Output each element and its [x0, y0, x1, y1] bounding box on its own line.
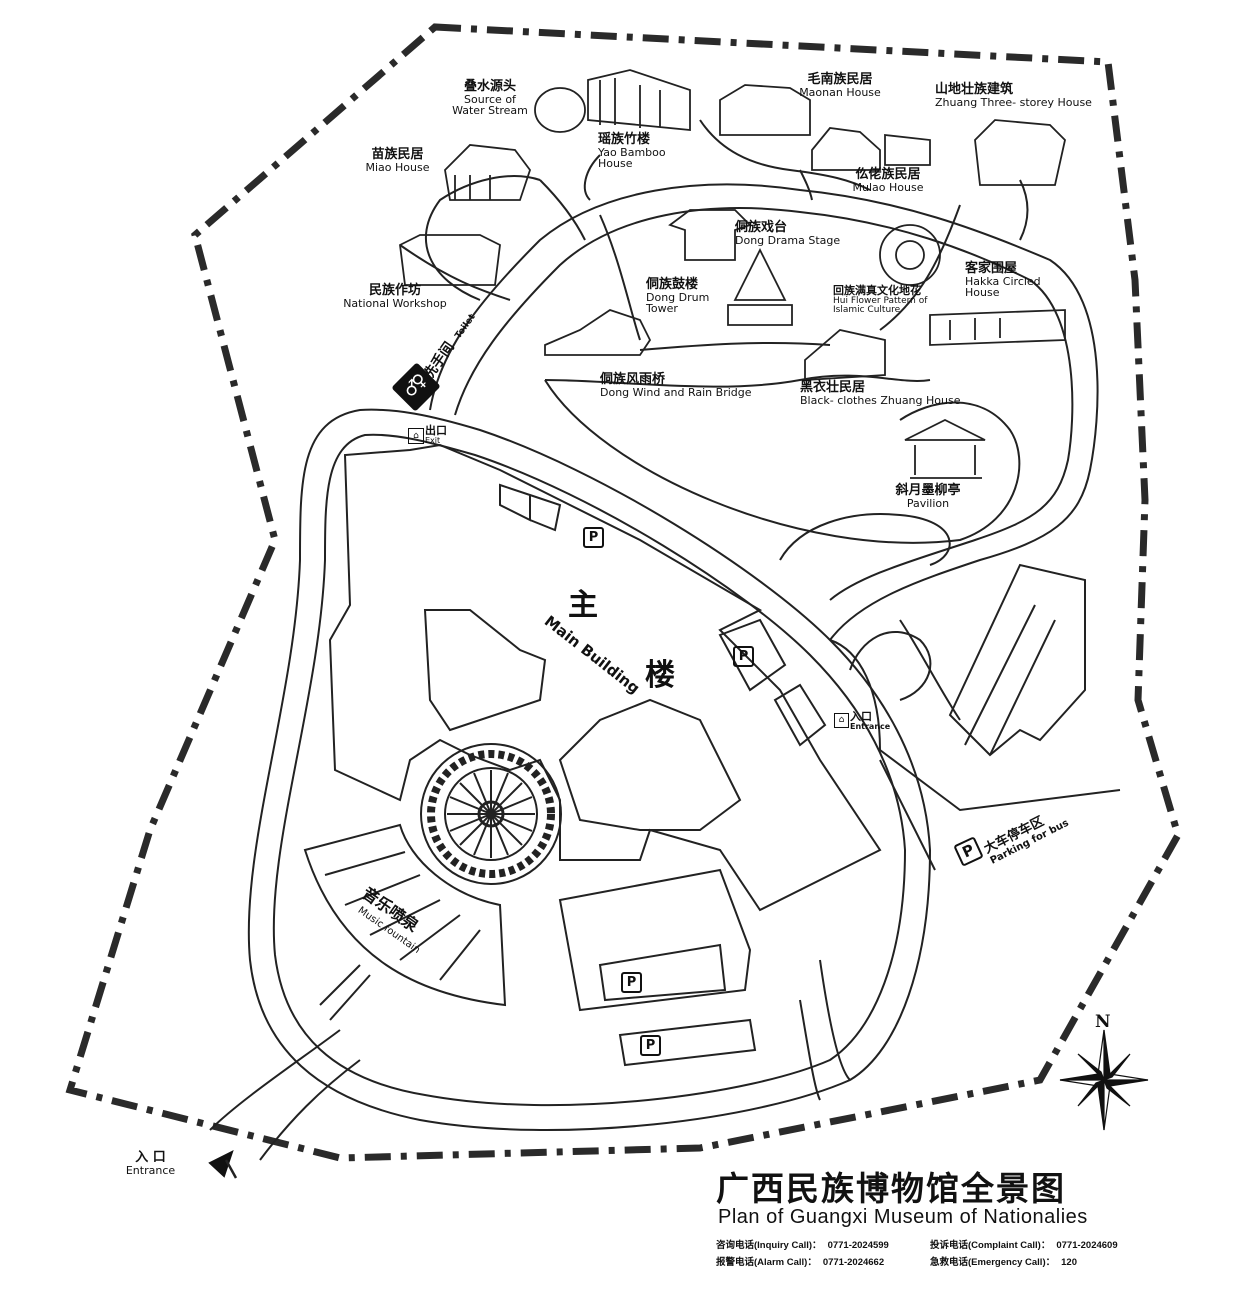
upper-path — [424, 175, 541, 301]
house-drawing — [399, 69, 1066, 479]
label-hui-flower-pattern: 回族满真文化地花 Hui Flower Pattern of Islamic C… — [833, 284, 928, 315]
compass-icon — [1059, 1029, 1149, 1131]
parking-icon: P — [733, 646, 754, 667]
compass-north-label: N — [1095, 1012, 1111, 1032]
rosette-rays — [447, 770, 535, 858]
bus-parking-building — [948, 563, 1086, 757]
south-road — [799, 959, 851, 1101]
map-title-cn: 广西民族博物馆全景图 — [716, 1169, 1066, 1208]
garden-path — [544, 379, 1021, 544]
upper-path — [1019, 179, 1029, 241]
ring-road-inner — [272, 433, 907, 1107]
contact-alarm: 报警电话(Alarm Call)：0771-2024662 — [716, 1257, 885, 1268]
bus-parking-line — [964, 604, 1056, 756]
upper-path — [399, 244, 511, 301]
south-lot — [558, 868, 752, 1012]
label-entrance-sw: 入 口 Entrance — [125, 1150, 176, 1177]
garden-road-outer — [429, 183, 1099, 641]
label-dong-drama-stage: 侗族戏台 Dong Drama Stage — [735, 220, 841, 247]
parking-icon: P — [583, 527, 604, 548]
label-main-building-cn2: 楼 — [645, 658, 675, 693]
exit-icon: ⌂ — [408, 428, 424, 444]
garden-path — [879, 204, 961, 331]
label-yao-bamboo-house: 瑶族竹楼 Yao Bamboo House — [598, 132, 666, 171]
entrance-arrow-stem — [224, 1159, 238, 1179]
fountain-arc — [319, 851, 481, 1021]
label-miao-house: 苗族民居 Miao House — [365, 147, 430, 174]
upper-path — [799, 169, 813, 201]
label-exit: 出口 Exit — [425, 424, 447, 445]
label-main-building-cn1: 主 — [568, 588, 598, 623]
garden-path — [544, 374, 931, 388]
entrance-icon: ⌂ — [834, 713, 849, 728]
parking-icon: P — [640, 1035, 661, 1056]
map-title-en: Plan of Guangxi Museum of Nationalies — [718, 1206, 1088, 1228]
main-building-inner — [423, 609, 547, 732]
main-building-outline — [328, 443, 882, 912]
garden-path — [599, 214, 641, 341]
upper-path — [699, 119, 871, 191]
contact-complaint: 投诉电话(Complaint Call)：0771-2024609 — [930, 1240, 1118, 1251]
upper-path — [539, 179, 586, 241]
garden-path — [779, 513, 951, 566]
label-entrance-east: 入口 Entrance — [850, 710, 891, 731]
rosette-ring — [444, 767, 538, 861]
garden-road-inner — [454, 207, 1074, 601]
site-boundary — [65, 23, 1182, 1162]
label-pavilion: 斜月墨柳亭 Pavilion — [895, 483, 961, 510]
label-hakka-circled-house: 客家围屋 Hakka Circled House — [965, 261, 1041, 300]
label-national-workshop: 民族作坊 National Workshop — [343, 283, 447, 310]
upper-path — [583, 154, 601, 201]
rosette-outer — [420, 743, 562, 885]
east-road — [879, 759, 936, 871]
label-zhuang-three-storey-house: 山地壮族建筑 Zhuang Three- storey House — [935, 82, 1092, 109]
label-water-source: 叠水源头 Source of Water Stream — [452, 79, 528, 118]
label-black-clothes-zhuang-house: 黑衣壮民居 Black- clothes Zhuang House — [800, 380, 961, 407]
contact-inquiry: 咨询电话(Inquiry Call)：0771-2024599 — [716, 1240, 889, 1251]
label-dong-drum-tower: 侗族鼓楼 Dong Drum Tower — [646, 277, 710, 316]
east-road — [829, 639, 1121, 812]
fountain-terraces — [303, 823, 507, 1007]
south-lot — [598, 943, 727, 1002]
main-building-inner — [558, 698, 742, 831]
south-lot — [618, 1018, 757, 1067]
contact-emergency: 急救电话(Emergency Call)：120 — [930, 1257, 1077, 1268]
parking-icon: P — [621, 972, 642, 993]
sw-entrance-road — [209, 1029, 361, 1161]
main-building-tiles — [499, 483, 827, 747]
rosette-ring — [427, 750, 555, 878]
ring-road-outer — [247, 408, 932, 1132]
garden-path — [639, 341, 831, 351]
label-mulao-house: 仫佬族民居 Mulao House — [852, 167, 924, 194]
east-road — [849, 630, 932, 701]
label-dong-wind-rain-bridge: 侗族风雨桥 Dong Wind and Rain Bridge — [600, 372, 752, 399]
label-maonan-house: 毛南族民居 Maonan House — [799, 72, 881, 99]
